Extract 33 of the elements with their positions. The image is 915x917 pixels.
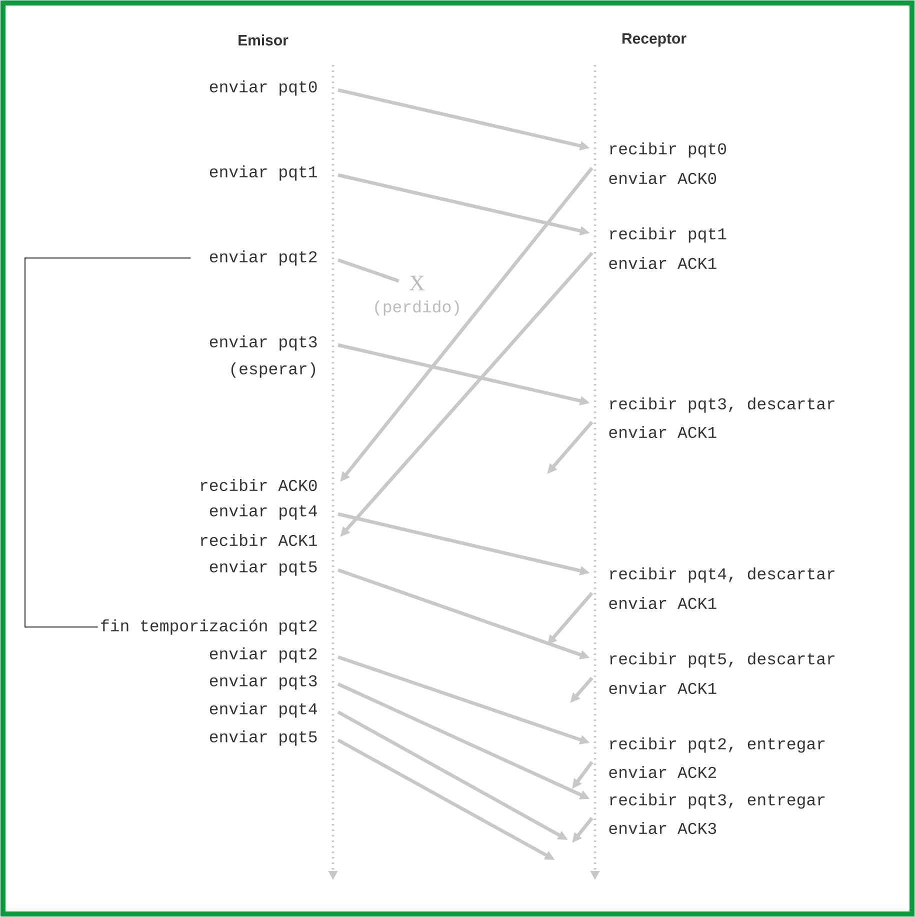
event-text: enviar ACK1 [609,596,716,610]
event-text: recibir pqt4, descartar [610,567,834,583]
event-text: enviar ACK1 [609,426,716,438]
event-text: enviar ACK3 [609,822,716,834]
event-text: enviar ACK1 [609,682,716,694]
event-text: recibir ACK0 [200,478,317,492]
event-text: fin temporización pqt2 [101,619,317,635]
event-text: recibir pqt3, descartar [610,397,834,413]
annotation-text: (perdido) [375,300,459,316]
event-text: enviar pqt0 [210,80,317,96]
event-text: X [410,276,425,290]
timer-bracket [24,258,192,628]
event-text: enviar pqt5 [210,560,317,576]
event-text: recibir pqt2, entregar [610,737,825,753]
event-text: enviar pqt4 [210,504,317,520]
event-text: enviar pqt2 [210,250,317,266]
event-text: recibir pqt1 [610,227,726,243]
event-text: enviar pqt1 [210,165,317,181]
event-text: recibir pqt0 [610,142,726,158]
event-text: enviar pqt4 [210,702,317,718]
event-text: enviar ACK0 [609,172,716,184]
event-text: enviar pqt5 [210,730,317,746]
event-text: recibir pqt3, entregar [610,793,825,809]
column-heading: Receptor [622,33,686,47]
event-text: recibir pqt5, descartar [610,652,834,668]
annotation-text: (esperar) [231,362,316,378]
event-text: enviar pqt2 [210,647,317,663]
event-text: enviar pqt3 [210,335,317,351]
event-text: enviar ACK1 [609,256,716,270]
event-text: enviar ACK2 [609,766,716,778]
event-text: recibir ACK1 [200,534,317,546]
event-text: enviar pqt3 [210,674,317,690]
column-heading: Emisor [238,34,288,46]
